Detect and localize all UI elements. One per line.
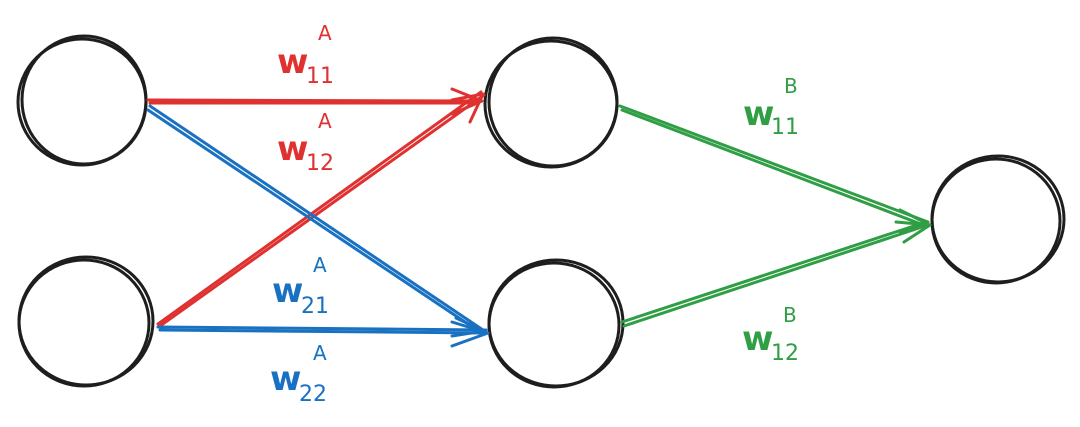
weight-label-w12-a: w 12 A <box>277 109 334 176</box>
edge-w22-a <box>156 320 490 348</box>
weight-superscript: B <box>783 303 797 327</box>
weight-subscript: 12 <box>771 341 799 366</box>
edge-w21-a <box>156 90 486 328</box>
weight-superscript: A <box>313 341 327 365</box>
weight-label-w12-b: w 12 B <box>742 303 799 366</box>
edge-w12-b <box>620 220 932 328</box>
weight-superscript: A <box>318 21 332 45</box>
weight-label-w22-a: w 22 A <box>270 341 327 407</box>
weight-subscript: 11 <box>306 64 334 89</box>
weight-superscript: A <box>313 253 327 277</box>
weight-superscript: A <box>318 109 332 133</box>
hidden-node-1 <box>483 36 619 169</box>
weight-label-w21-a: w 21 A <box>272 253 329 319</box>
output-node <box>930 154 1066 285</box>
input-node-2 <box>17 255 155 388</box>
weight-label-w11-a: w 11 A <box>277 21 334 89</box>
weight-symbol: w <box>270 359 301 399</box>
hidden-node-2 <box>487 258 625 389</box>
weight-label-w11-b: w 11 B <box>743 74 799 140</box>
edge-w11-a <box>146 87 484 116</box>
weight-symbol: w <box>277 129 308 169</box>
weight-subscript: 21 <box>301 294 329 319</box>
weight-symbol: w <box>272 271 303 311</box>
weight-subscript: 22 <box>299 382 327 407</box>
weight-subscript: 12 <box>306 151 334 176</box>
weight-superscript: B <box>784 74 798 98</box>
input-node-1 <box>16 34 148 167</box>
weight-subscript: 11 <box>771 115 799 140</box>
weight-symbol: w <box>743 94 774 134</box>
weight-symbol: w <box>742 319 773 359</box>
weight-symbol: w <box>277 42 308 82</box>
